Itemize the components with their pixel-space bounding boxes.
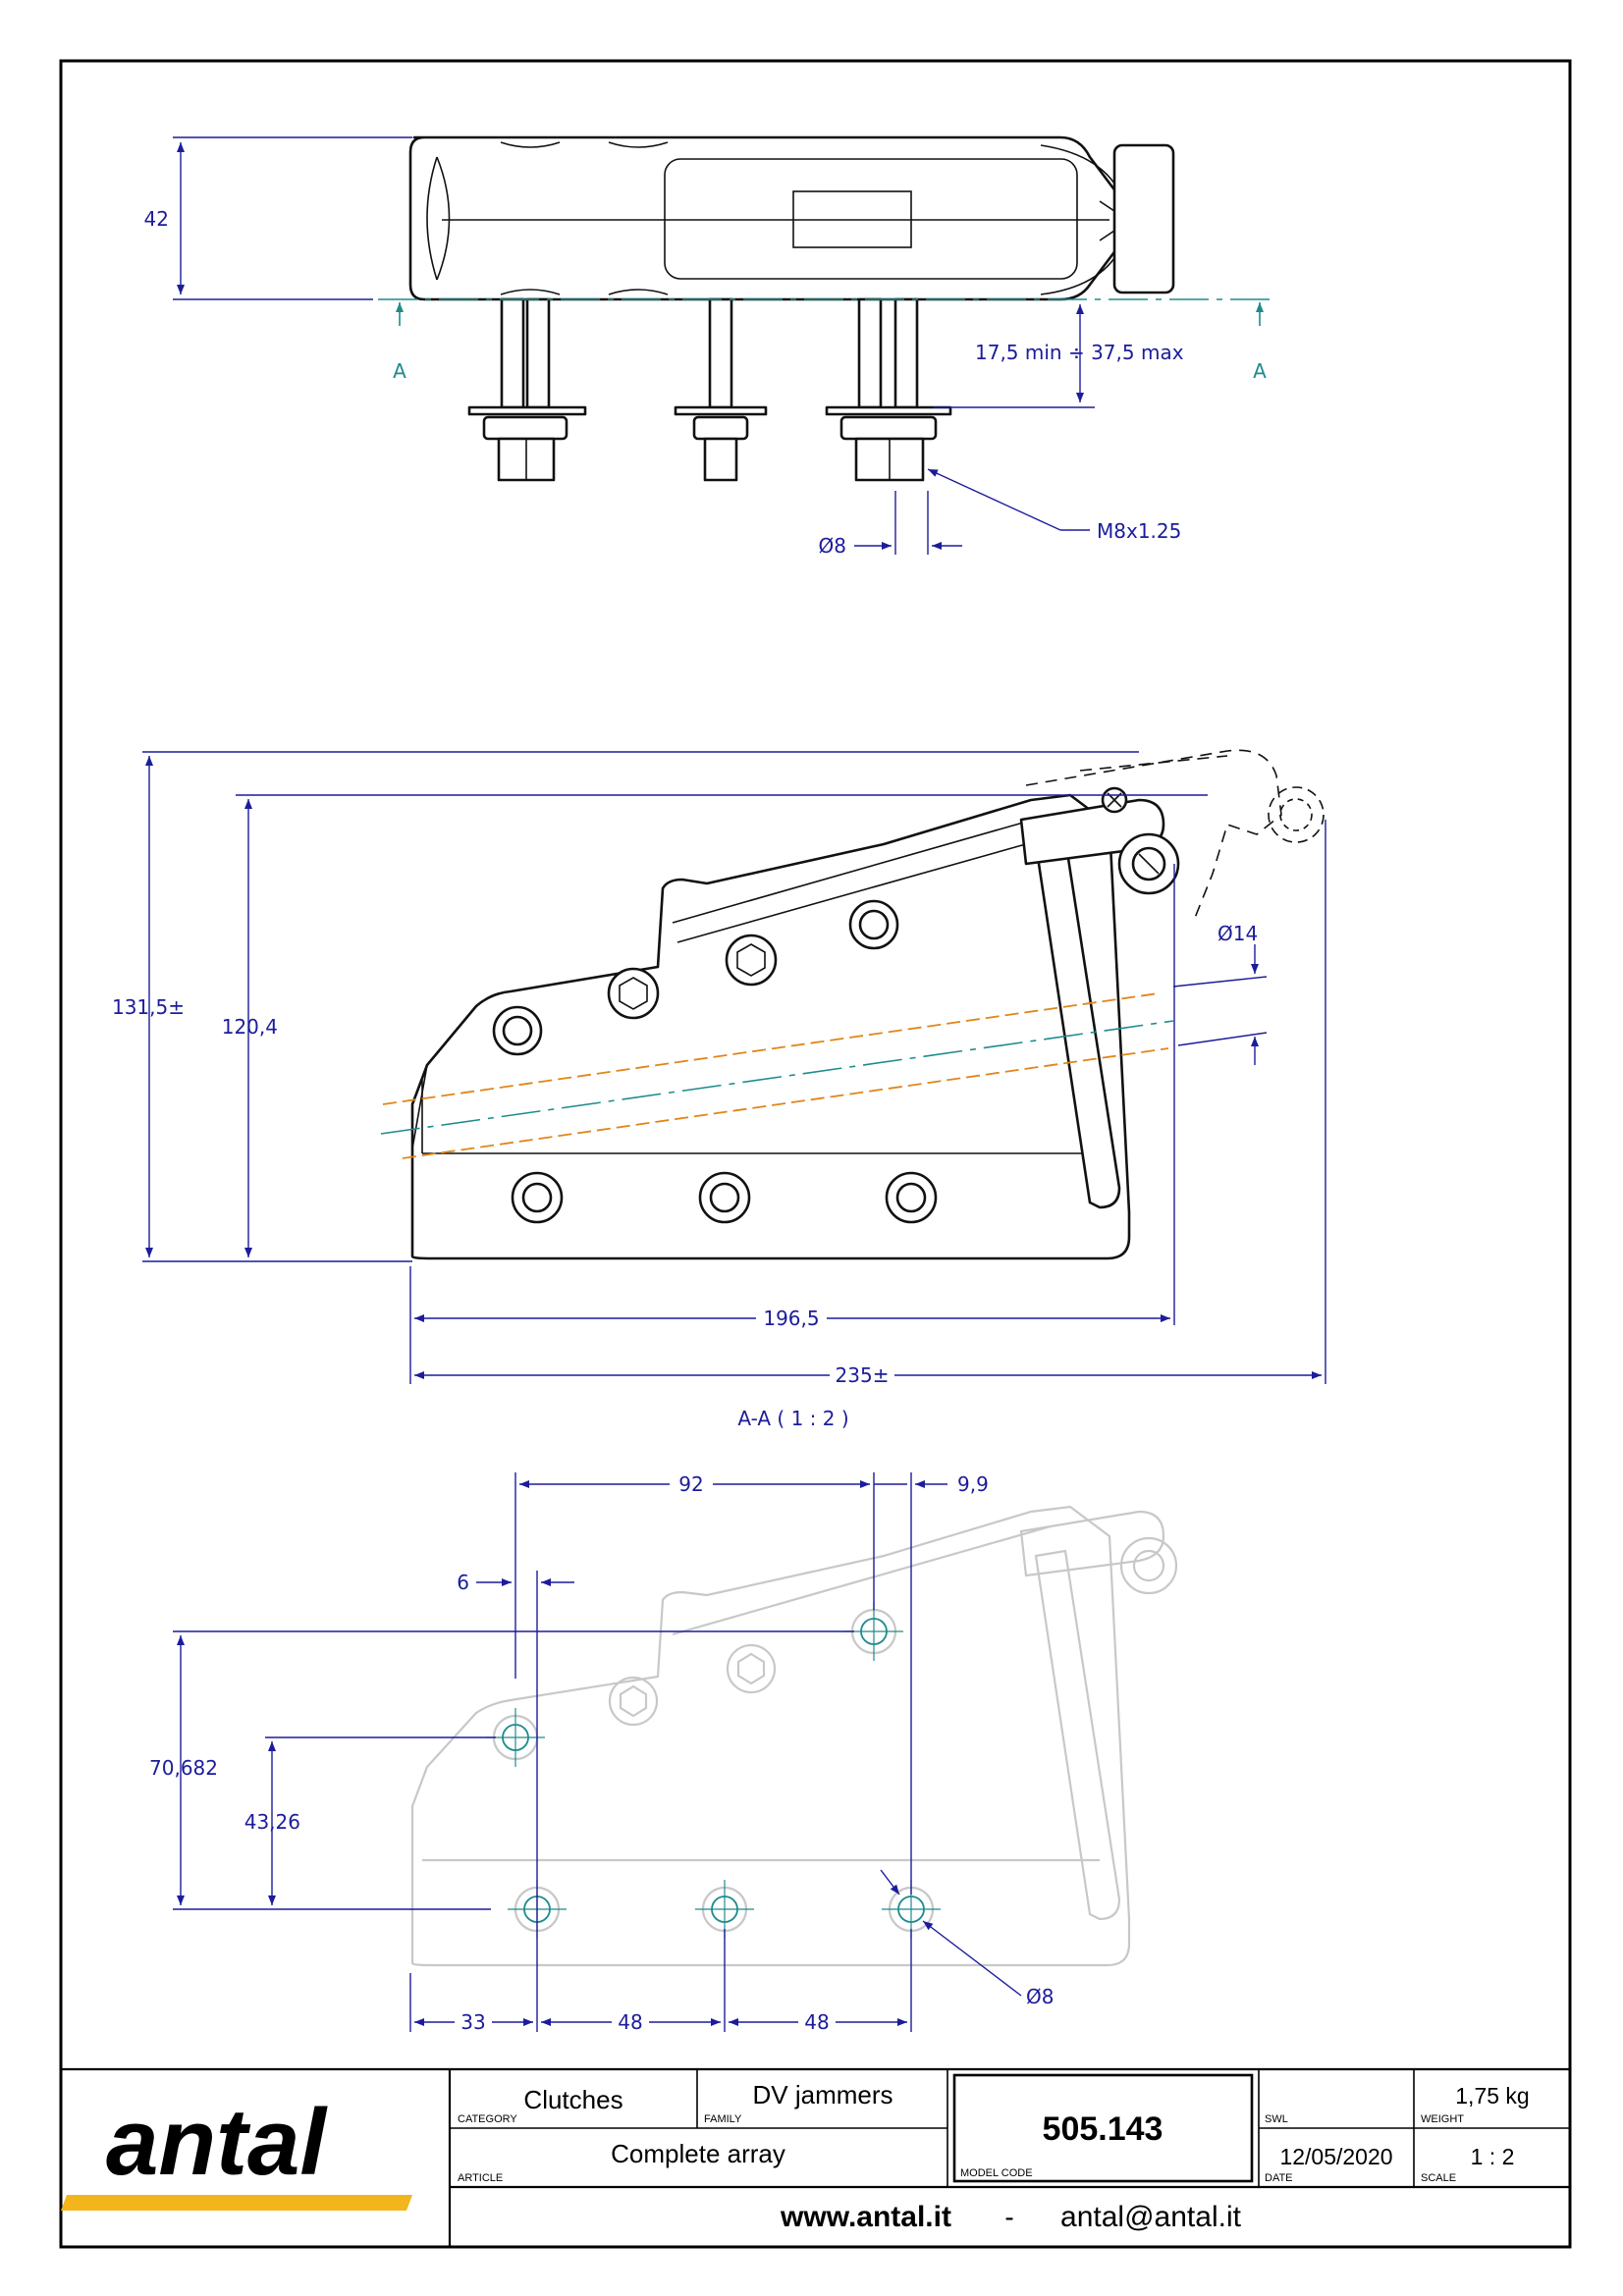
- title-block: antal Clutches CATEGORY DV jammers FAMIL…: [61, 2067, 1570, 2247]
- section-marker-left: A: [393, 359, 406, 383]
- category-value: Clutches: [523, 2085, 622, 2114]
- section-view: Ø14 131,5± 120,4 196,5 235± A-A ( 1 : 2 …: [112, 749, 1326, 1430]
- dim-rope-diameter: Ø14: [1217, 922, 1258, 945]
- category-label: CATEGORY: [458, 2113, 517, 2125]
- model-code-label: MODEL CODE: [960, 2167, 1033, 2179]
- brand-bar: [61, 2195, 412, 2211]
- email-link[interactable]: antal@antal.it: [1060, 2201, 1242, 2233]
- section-marker-right: A: [1253, 359, 1267, 383]
- date-value: 12/05/2020: [1279, 2144, 1392, 2169]
- family-label: FAMILY: [704, 2113, 742, 2125]
- dim-top-spacing: 92: [678, 1472, 703, 1496]
- website-link[interactable]: www.antal.it: [780, 2201, 951, 2233]
- dim-hole-diameter: Ø8: [1026, 1985, 1054, 2008]
- model-code-value: 505.143: [1043, 2110, 1163, 2148]
- contact-separator: -: [1004, 2202, 1013, 2232]
- drawing-frame: [59, 59, 1572, 2249]
- article-label: ARTICLE: [458, 2172, 503, 2184]
- bolt-center: [674, 297, 768, 482]
- dim-pitch-2: 48: [804, 2010, 829, 2034]
- dim-small-offset: 6: [457, 1571, 469, 1594]
- dim-height-42: 42: [144, 207, 169, 231]
- top-view: 42 A A 17,5 min ÷ 37,5 max Ø8 M8x1.25: [144, 135, 1276, 558]
- dim-overall-height: 131,5±: [112, 995, 185, 1019]
- section-caption: A-A ( 1 : 2 ): [737, 1407, 848, 1430]
- dim-top-offset: 9,9: [957, 1472, 989, 1496]
- dim-overall-length: 235±: [836, 1363, 890, 1387]
- dim-body-length: 196,5: [763, 1307, 819, 1330]
- article-value: Complete array: [611, 2139, 785, 2168]
- section-bolts: [492, 899, 938, 1224]
- bolt-right-pair: [825, 297, 952, 482]
- dim-bolt-diameter: Ø8: [819, 534, 846, 558]
- dim-height-rear: 70,682: [149, 1756, 218, 1780]
- family-value: DV jammers: [752, 2080, 893, 2109]
- dim-height-front: 43,26: [244, 1810, 300, 1834]
- bolt-left-pair: [467, 297, 587, 482]
- hole-layout-view: 92 9,9 6 70,682 43,26 33 48 48 Ø8: [149, 1470, 1178, 2036]
- thread-spec: M8x1.25: [1097, 519, 1181, 543]
- brand-logo: antal: [106, 2090, 328, 2195]
- dim-body-height: 120,4: [222, 1015, 278, 1039]
- scale-label: SCALE: [1421, 2172, 1456, 2184]
- dim-base-offset: 33: [460, 2010, 485, 2034]
- weight-label: WEIGHT: [1421, 2113, 1464, 2125]
- mounting-holes: [486, 1602, 941, 1939]
- swl-label: SWL: [1265, 2113, 1288, 2125]
- scale-value: 1 : 2: [1471, 2144, 1515, 2169]
- dim-thickness-range: 17,5 min ÷ 37,5 max: [975, 341, 1184, 364]
- weight-value: 1,75 kg: [1455, 2083, 1529, 2109]
- dim-pitch-1: 48: [618, 2010, 642, 2034]
- date-label: DATE: [1265, 2172, 1293, 2184]
